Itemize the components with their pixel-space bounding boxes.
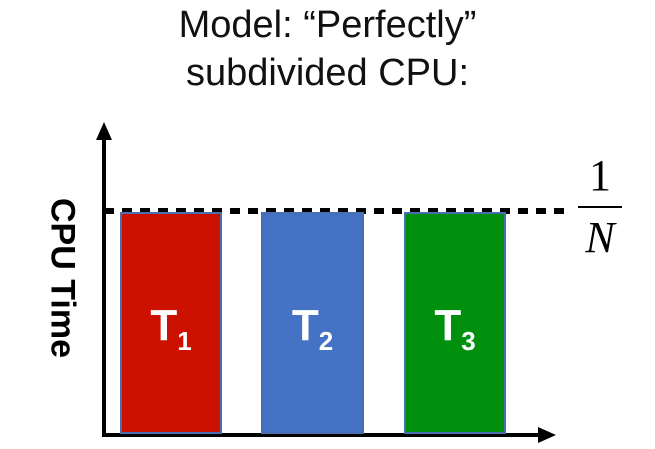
thread-label-t3: T3 — [434, 301, 476, 356]
thread-bar-t1: T1 — [120, 212, 222, 434]
thread-label-t2: T2 — [291, 301, 334, 356]
thread-bar-t3: T3 — [404, 212, 506, 434]
thread-bar-t2: T2 — [261, 212, 364, 434]
y-axis-label: CPU Time — [43, 198, 82, 358]
x-axis-arrowhead — [538, 427, 556, 443]
fraction-denominator: N — [585, 213, 615, 262]
fraction-bar — [578, 206, 622, 208]
y-axis-arrowhead — [96, 122, 112, 140]
one-over-n-label: 1 N — [572, 150, 628, 264]
title-line-1: Model: “Perfectly” — [178, 4, 477, 46]
fraction-numerator: 1 — [589, 151, 611, 200]
thread-label-t1: T1 — [150, 301, 192, 356]
title-line-2: subdivided CPU: — [185, 52, 470, 94]
